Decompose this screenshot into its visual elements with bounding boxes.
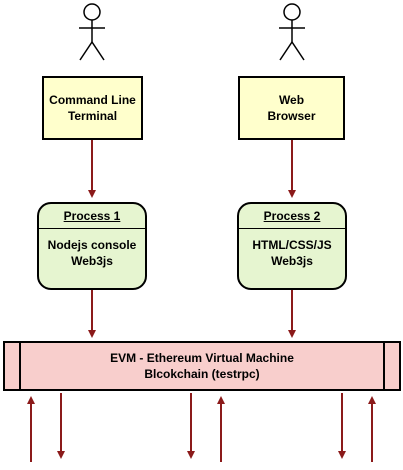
evm-right-divider bbox=[383, 343, 399, 389]
evm-left-divider bbox=[5, 343, 21, 389]
evm-label-line1: EVM - Ethereum Virtual Machine bbox=[110, 351, 294, 365]
process2-line2: Web3js bbox=[271, 254, 313, 268]
evm-label-line2: Blcokchain (testrpc) bbox=[144, 367, 260, 381]
web-browser-box: Web Browser bbox=[238, 76, 345, 140]
process2-box: Process 2 HTML/CSS/JS Web3js bbox=[237, 202, 347, 290]
stick-figure-user-icon bbox=[79, 3, 105, 61]
process1-box: Process 1 Nodejs console Web3js bbox=[37, 202, 147, 290]
process1-body: Nodejs console Web3js bbox=[48, 237, 137, 269]
evm-blockchain-box: EVM - Ethereum Virtual Machine Blcokchai… bbox=[3, 341, 401, 391]
process2-line1: HTML/CSS/JS bbox=[252, 238, 332, 252]
stick-figure-user-icon bbox=[279, 3, 305, 61]
evm-label: EVM - Ethereum Virtual Machine Blcokchai… bbox=[23, 350, 381, 382]
process2-title: Process 2 bbox=[239, 204, 345, 229]
browser-label-line2: Browser bbox=[267, 109, 316, 123]
terminal-label-line1: Command Line bbox=[49, 93, 136, 107]
terminal-label-line2: Terminal bbox=[67, 109, 118, 123]
command-line-terminal-box: Command Line Terminal bbox=[42, 76, 143, 140]
process1-line2: Web3js bbox=[71, 254, 113, 268]
process1-title: Process 1 bbox=[39, 204, 145, 229]
process1-line1: Nodejs console bbox=[47, 238, 137, 252]
process2-body: HTML/CSS/JS Web3js bbox=[252, 237, 331, 269]
browser-label-line1: Web bbox=[278, 93, 305, 107]
